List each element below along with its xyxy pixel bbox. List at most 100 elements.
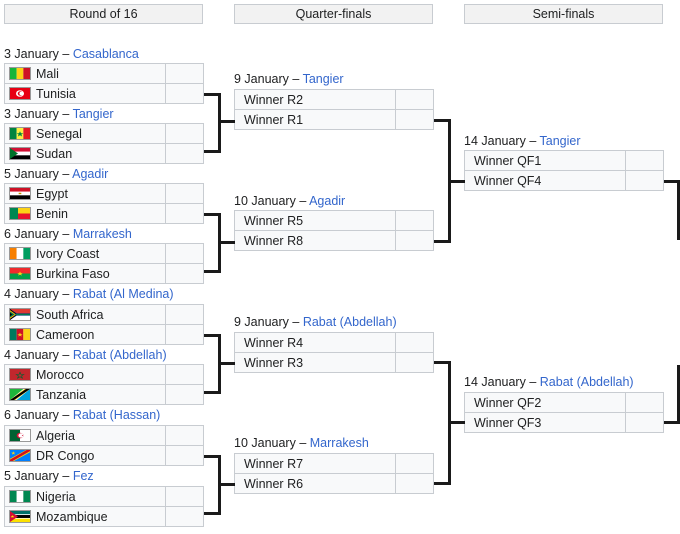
score-cell[interactable] <box>165 506 204 527</box>
table-row[interactable]: Mozambique <box>4 506 204 527</box>
team-cell[interactable]: Ivory Coast <box>4 243 166 264</box>
table-row[interactable]: Winner R5 <box>234 210 434 231</box>
match-date: 14 January <box>464 375 526 389</box>
team-cell[interactable]: Winner QF2 <box>464 392 626 413</box>
table-row[interactable]: Winner R6 <box>234 473 434 494</box>
team-cell[interactable]: Winner R3 <box>234 352 396 373</box>
team-cell[interactable]: Cameroon <box>4 324 166 345</box>
team-cell[interactable]: Benin <box>4 203 166 224</box>
table-row[interactable]: Winner QF2 <box>464 392 664 413</box>
score-cell[interactable] <box>395 332 434 353</box>
table-row[interactable]: Sudan <box>4 143 204 164</box>
table-row[interactable]: Winner R1 <box>234 109 434 130</box>
score-cell[interactable] <box>165 304 204 325</box>
team-cell[interactable]: Winner R5 <box>234 210 396 231</box>
table-row[interactable]: Winner R4 <box>234 332 434 353</box>
match-venue[interactable]: Fez <box>72 469 94 483</box>
score-cell[interactable] <box>165 183 204 204</box>
team-cell[interactable]: Winner R4 <box>234 332 396 353</box>
table-row[interactable]: Egypt <box>4 183 204 204</box>
team-cell[interactable]: Morocco <box>4 364 166 385</box>
match-venue[interactable]: Agadir <box>72 167 109 181</box>
table-row[interactable]: Benin <box>4 203 204 224</box>
score-cell[interactable] <box>165 486 204 507</box>
table-row[interactable]: Nigeria <box>4 486 204 507</box>
match-venue[interactable]: Rabat (Al Medina) <box>72 287 174 301</box>
team-cell[interactable]: Mali <box>4 63 166 84</box>
team-cell[interactable]: Egypt <box>4 183 166 204</box>
score-cell[interactable] <box>165 123 204 144</box>
score-cell[interactable] <box>625 412 664 433</box>
team-cell[interactable]: Senegal <box>4 123 166 144</box>
team-cell[interactable]: Winner R1 <box>234 109 396 130</box>
match-venue[interactable]: Rabat (Abdellah) <box>302 315 397 329</box>
match-venue[interactable]: Marrakesh <box>309 436 369 450</box>
table-row[interactable]: Winner QF4 <box>464 170 664 191</box>
table-row[interactable]: Winner R8 <box>234 230 434 251</box>
score-cell[interactable] <box>395 473 434 494</box>
score-cell[interactable] <box>165 203 204 224</box>
match-venue[interactable]: Tangier <box>302 72 344 86</box>
table-row[interactable]: Morocco <box>4 364 204 385</box>
score-cell[interactable] <box>165 324 204 345</box>
team-cell[interactable]: South Africa <box>4 304 166 325</box>
team-cell[interactable]: Tanzania <box>4 384 166 405</box>
table-row[interactable]: Burkina Faso <box>4 263 204 284</box>
match-venue[interactable]: Rabat (Abdellah) <box>72 348 167 362</box>
team-cell[interactable]: Winner QF3 <box>464 412 626 433</box>
team-cell[interactable]: Winner QF1 <box>464 150 626 171</box>
score-cell[interactable] <box>395 109 434 130</box>
score-cell[interactable] <box>625 392 664 413</box>
score-cell[interactable] <box>165 263 204 284</box>
table-row[interactable]: Winner R7 <box>234 453 434 474</box>
table-row[interactable]: Ivory Coast <box>4 243 204 264</box>
team-cell[interactable]: Winner R7 <box>234 453 396 474</box>
team-cell[interactable]: Algeria <box>4 425 166 446</box>
team-cell[interactable]: Winner QF4 <box>464 170 626 191</box>
team-cell[interactable]: Winner R2 <box>234 89 396 110</box>
match-venue[interactable]: Tangier <box>539 134 581 148</box>
table-row[interactable]: Mali <box>4 63 204 84</box>
team-cell[interactable]: Burkina Faso <box>4 263 166 284</box>
team-cell[interactable]: Sudan <box>4 143 166 164</box>
table-row[interactable]: Winner QF1 <box>464 150 664 171</box>
score-cell[interactable] <box>625 170 664 191</box>
table-row[interactable]: Tanzania <box>4 384 204 405</box>
match-venue[interactable]: Rabat (Abdellah) <box>539 375 634 389</box>
score-cell[interactable] <box>165 364 204 385</box>
score-cell[interactable] <box>165 63 204 84</box>
score-cell[interactable] <box>395 230 434 251</box>
match-venue[interactable]: Rabat (Hassan) <box>72 408 161 422</box>
match-venue[interactable]: Marrakesh <box>72 227 132 241</box>
team-cell[interactable]: DR Congo <box>4 445 166 466</box>
team-cell[interactable]: Mozambique <box>4 506 166 527</box>
team-cell[interactable]: Nigeria <box>4 486 166 507</box>
table-row[interactable]: Winner R2 <box>234 89 434 110</box>
score-cell[interactable] <box>625 150 664 171</box>
score-cell[interactable] <box>395 352 434 373</box>
score-cell[interactable] <box>165 83 204 104</box>
table-row[interactable]: Tunisia <box>4 83 204 104</box>
table-row[interactable]: Winner R3 <box>234 352 434 373</box>
score-cell[interactable] <box>395 210 434 231</box>
team-cell[interactable]: Winner R8 <box>234 230 396 251</box>
score-cell[interactable] <box>165 445 204 466</box>
match-venue[interactable]: Agadir <box>309 194 346 208</box>
match-venue[interactable]: Casablanca <box>72 47 139 61</box>
table-row[interactable]: Winner QF3 <box>464 412 664 433</box>
team-cell[interactable]: Winner R6 <box>234 473 396 494</box>
score-cell[interactable] <box>165 143 204 164</box>
score-cell[interactable] <box>165 384 204 405</box>
team-name: Tanzania <box>36 387 87 402</box>
table-row[interactable]: South Africa <box>4 304 204 325</box>
score-cell[interactable] <box>395 453 434 474</box>
table-row[interactable]: DR Congo <box>4 445 204 466</box>
table-row[interactable]: Algeria <box>4 425 204 446</box>
score-cell[interactable] <box>165 425 204 446</box>
team-cell[interactable]: Tunisia <box>4 83 166 104</box>
table-row[interactable]: Senegal <box>4 123 204 144</box>
table-row[interactable]: Cameroon <box>4 324 204 345</box>
match-venue[interactable]: Tangier <box>72 107 114 121</box>
score-cell[interactable] <box>395 89 434 110</box>
score-cell[interactable] <box>165 243 204 264</box>
